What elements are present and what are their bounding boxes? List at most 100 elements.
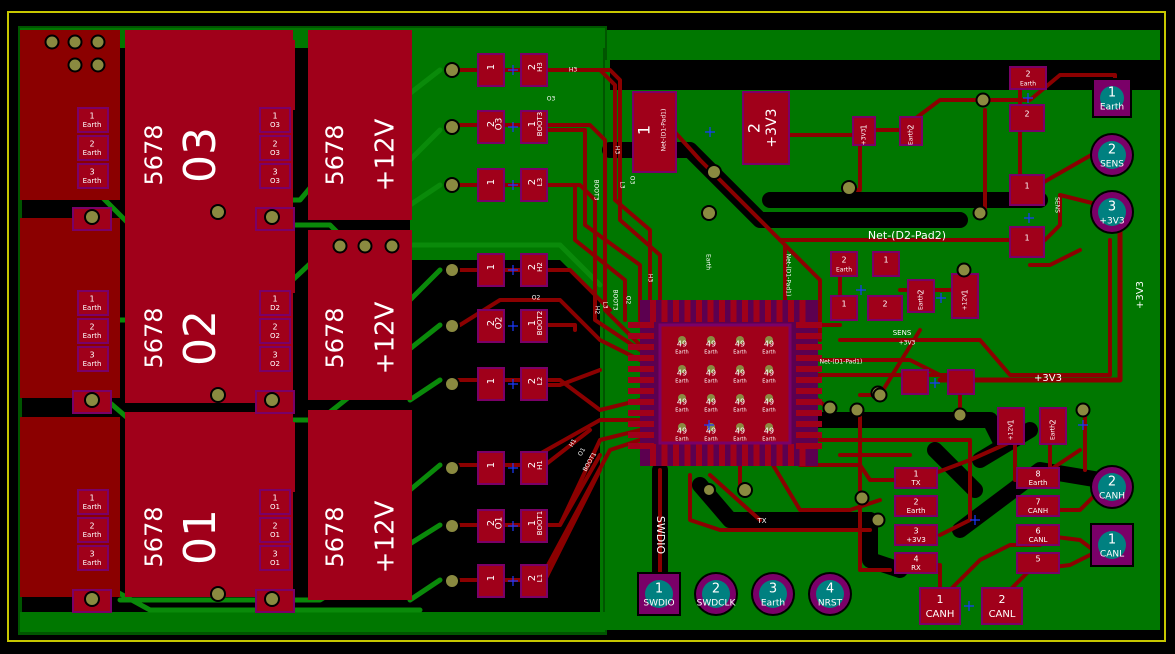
mcu-pin-top bbox=[707, 300, 714, 322]
trace-label-earth: Earth bbox=[705, 254, 712, 270]
small-pad-number: 1 bbox=[841, 300, 846, 309]
top-trace-16 bbox=[543, 468, 602, 582]
pin-net: O1 bbox=[270, 531, 280, 539]
mcu-thermal-via bbox=[765, 365, 773, 373]
gate-pad-right-2 bbox=[520, 168, 548, 202]
via-gate-Q3 bbox=[86, 211, 98, 223]
trace-label-boot3b: BOOT3 bbox=[612, 290, 619, 311]
small-pad-4 bbox=[830, 295, 858, 321]
mcu-pad-number: 49 bbox=[764, 369, 774, 378]
can-pin-net: CANL bbox=[1029, 536, 1048, 544]
origin-cross-pair-8 bbox=[508, 576, 518, 586]
pad-number: 2 bbox=[527, 462, 538, 468]
via-right-6 bbox=[851, 404, 863, 416]
via-pair-6 bbox=[446, 462, 458, 474]
mcu-pin-bottom bbox=[719, 444, 725, 466]
mcu-pad-net: Earth bbox=[704, 408, 717, 414]
via-drain-Q2 bbox=[266, 394, 278, 406]
supply-net-Q1: +12V bbox=[371, 500, 401, 573]
via-tab-Q3 bbox=[212, 206, 224, 218]
small-pad-number: 2 bbox=[907, 124, 916, 129]
mcu-thermal-via bbox=[765, 394, 773, 402]
via-right-8 bbox=[872, 514, 884, 526]
header-pin-number: 1 bbox=[913, 470, 918, 479]
bottom-trace-13 bbox=[427, 242, 603, 288]
trace-label-sens: SENS bbox=[893, 329, 912, 337]
mosfet-pin-Q2-3 bbox=[77, 346, 109, 372]
mcu-thermal-via bbox=[707, 365, 715, 373]
origin-cross-3 bbox=[1023, 93, 1033, 103]
mcu-pin-left bbox=[628, 421, 654, 427]
small-pad-number: 1 bbox=[860, 124, 869, 129]
connector-3v3-net: +3V3 bbox=[1099, 217, 1124, 227]
mcu-pad-number: 49 bbox=[677, 369, 687, 378]
mcu-thermal-via bbox=[736, 423, 744, 431]
gate-pad-right-4 bbox=[520, 309, 548, 343]
can-pad-net: CANL bbox=[989, 609, 1016, 620]
mcu-pin-top bbox=[719, 300, 725, 322]
can-pin-8 bbox=[1016, 467, 1060, 489]
drain-pin-Q1-1 bbox=[259, 489, 291, 515]
mosfet-pin-Q3-1 bbox=[77, 107, 109, 133]
can-pad-canh bbox=[919, 587, 961, 625]
mcu-pin-right bbox=[796, 443, 822, 449]
mcu-thermal-via bbox=[678, 423, 686, 431]
trace-label-3v3-small: +3V3 bbox=[899, 340, 916, 347]
via-right-3 bbox=[954, 409, 966, 421]
drain-pin-Q3-1 bbox=[259, 107, 291, 133]
small-pad-number: 1 bbox=[883, 256, 888, 265]
mcu-pin-bottom bbox=[673, 444, 679, 466]
can-pad-canl bbox=[981, 587, 1023, 625]
can-pin-number: 5 bbox=[1035, 555, 1040, 564]
via-right-2 bbox=[977, 94, 989, 106]
gate-pad-left-0 bbox=[477, 53, 505, 87]
mcu-pin-right bbox=[796, 399, 822, 405]
diode-pad-number: 1 bbox=[635, 125, 654, 135]
mcu-thermal-via bbox=[678, 336, 686, 344]
connector-3v3-drill bbox=[1098, 198, 1126, 226]
via-pair-2 bbox=[446, 179, 458, 191]
small-pad-11 bbox=[1039, 407, 1067, 445]
trace-label-h3: H3 bbox=[569, 67, 578, 74]
mosfet-tab-notch-Q1 bbox=[230, 422, 295, 492]
via-right-1 bbox=[974, 207, 986, 219]
pin-net: Earth bbox=[83, 177, 102, 185]
small-pad-net: Earth bbox=[908, 129, 915, 145]
mcu-pad-net: Earth bbox=[762, 408, 775, 414]
swd-pin-3-drill bbox=[759, 580, 787, 608]
connector-3v3-number: 3 bbox=[1108, 200, 1116, 215]
trace-label-3v3: +3V3 bbox=[1034, 373, 1062, 384]
pad-net: L3 bbox=[536, 178, 544, 186]
connector-earth-number: 1 bbox=[1108, 86, 1116, 101]
pad-net: BOOT3 bbox=[536, 112, 544, 136]
via-gate-Q2 bbox=[86, 394, 98, 406]
pin-net: D2 bbox=[270, 304, 280, 312]
can-pin-net: CANH bbox=[1028, 507, 1048, 515]
origin-cross-pair-4 bbox=[508, 321, 518, 331]
trace-label-netd1h: Net-(D1-Pad1) bbox=[820, 359, 863, 366]
drain-pin-Q2-2 bbox=[259, 318, 291, 344]
ground-pour-bottom-strip bbox=[20, 612, 605, 632]
mcu-pin-left bbox=[628, 322, 654, 328]
mcu-pin-bottom bbox=[650, 444, 656, 466]
mcu-pad-net: Earth bbox=[675, 350, 688, 356]
pin-net: O1 bbox=[270, 503, 280, 511]
bottom-trace-4 bbox=[407, 267, 443, 303]
via-right-10 bbox=[874, 389, 886, 401]
can-pad-number: 2 bbox=[999, 593, 1006, 606]
pad-number: 1 bbox=[527, 121, 538, 127]
supply-code-Q1: 5678 bbox=[321, 506, 349, 567]
pin-number: 2 bbox=[89, 522, 94, 531]
small-pad-number: 2 bbox=[841, 256, 846, 265]
connector-earth-drill bbox=[1100, 86, 1124, 110]
pin-net: Earth bbox=[83, 559, 102, 567]
small-pad-1 bbox=[899, 116, 923, 146]
mcu-pad-number: 49 bbox=[677, 427, 687, 436]
mcu-pin-right bbox=[796, 322, 822, 328]
small-pad-6 bbox=[907, 279, 935, 313]
via-drain-Q1 bbox=[266, 593, 278, 605]
trace-label-o3: O3 bbox=[547, 96, 556, 103]
pad-number: 2 bbox=[527, 575, 538, 581]
gate-pad-left-8 bbox=[477, 564, 505, 598]
